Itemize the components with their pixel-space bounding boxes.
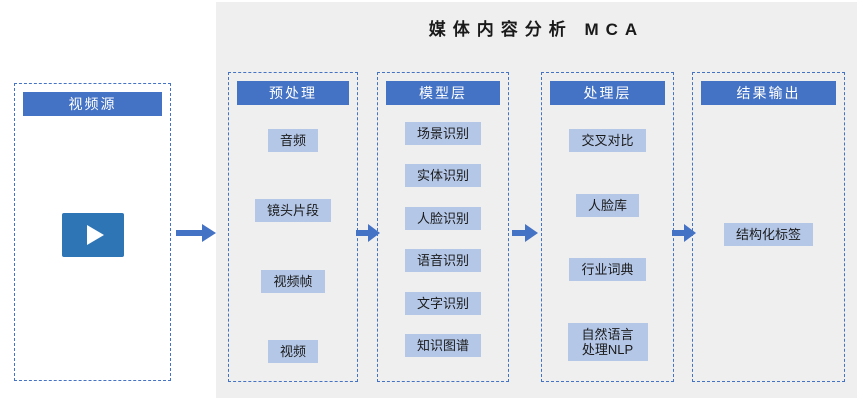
item-nlp: 自然语言处理NLP [567, 322, 648, 361]
item-video-frame: 视频帧 [261, 269, 325, 293]
diagram-title: 媒体内容分析 MCA [428, 20, 645, 39]
item-face-database: 人脸库 [575, 193, 639, 217]
column-preprocessing: 预处理 音频 镜头片段 视频帧 视频 [228, 72, 358, 382]
item-scene-recognition: 场景识别 [404, 122, 481, 145]
result-output-items: 结构化标签 [693, 105, 844, 381]
column-header-video-source: 视频源 [23, 92, 162, 116]
column-header-result-output: 结果输出 [701, 81, 836, 105]
processing-layer-items: 交叉对比 人脸库 行业词典 自然语言处理NLP [542, 105, 673, 381]
item-face-recognition: 人脸识别 [404, 206, 481, 230]
preprocessing-items: 音频 镜头片段 视频帧 视频 [229, 105, 357, 381]
flow-arrow-icon [672, 224, 696, 242]
play-area [15, 116, 170, 380]
item-audio: 音频 [267, 129, 318, 152]
column-model-layer: 模型层 场景识别 实体识别 人脸识别 语音识别 文字识别 知识图谱 [377, 72, 509, 382]
item-text-recognition: 文字识别 [404, 291, 481, 315]
item-industry-dictionary: 行业词典 [569, 258, 646, 282]
flow-arrow-icon [176, 224, 216, 242]
column-header-preprocessing: 预处理 [237, 81, 349, 105]
model-layer-items: 场景识别 实体识别 人脸识别 语音识别 文字识别 知识图谱 [378, 105, 508, 381]
item-video: 视频 [267, 339, 318, 363]
flow-arrow-icon [356, 224, 380, 242]
column-header-processing-layer: 处理层 [550, 81, 665, 105]
item-structured-tags: 结构化标签 [723, 222, 813, 246]
flow-arrow-icon [512, 224, 538, 242]
item-speech-recognition: 语音识别 [404, 249, 481, 273]
column-result-output: 结果输出 结构化标签 [692, 72, 845, 382]
column-header-model-layer: 模型层 [386, 81, 500, 105]
item-entity-recognition: 实体识别 [404, 164, 481, 188]
column-processing-layer: 处理层 交叉对比 人脸库 行业词典 自然语言处理NLP [541, 72, 674, 382]
item-cross-compare: 交叉对比 [569, 129, 646, 152]
play-icon [86, 225, 104, 245]
column-video-source: 视频源 [14, 83, 171, 381]
item-shot-segment: 镜头片段 [254, 199, 331, 223]
play-button [61, 213, 124, 257]
item-knowledge-graph: 知识图谱 [404, 333, 481, 357]
